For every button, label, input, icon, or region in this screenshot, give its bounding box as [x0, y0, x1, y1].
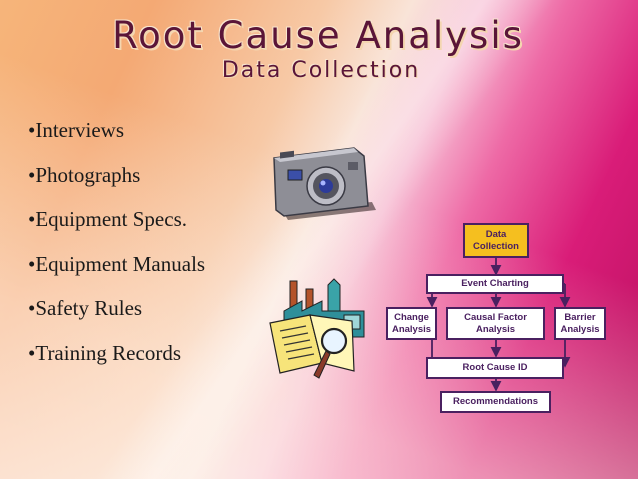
flow-box-recommendations: Recommendations: [440, 391, 551, 413]
bullet-list: •Interviews •Photographs •Equipment Spec…: [28, 118, 205, 385]
flow-box-change-analysis: Change Analysis: [386, 307, 437, 340]
flow-box-root-cause-id: Root Cause ID: [426, 357, 564, 379]
bullet-safety-rules: •Safety Rules: [28, 296, 143, 320]
bullet-interviews: •Interviews: [28, 118, 124, 142]
bullet-equipment-specs: •Equipment Specs.: [28, 207, 187, 231]
flow-box-data-collection: Data Collection: [463, 223, 529, 258]
slide-title: Root Cause Analysis: [112, 14, 524, 57]
bullet-equipment-manuals: •Equipment Manuals: [28, 251, 206, 276]
flow-box-causal-factor-analysis: Causal Factor Analysis: [446, 307, 545, 340]
flow-box-barrier-analysis: Barrier Analysis: [554, 307, 606, 340]
bullet-photographs: •Photographs: [28, 162, 141, 187]
slide-subtitle: Data Collection: [221, 58, 421, 83]
flow-box-event-charting: Event Charting: [426, 274, 564, 294]
bullet-training-records: •Training Records: [28, 340, 181, 365]
factory-with-document-magnifier-icon: [269, 278, 365, 379]
camera-icon: [273, 147, 376, 220]
